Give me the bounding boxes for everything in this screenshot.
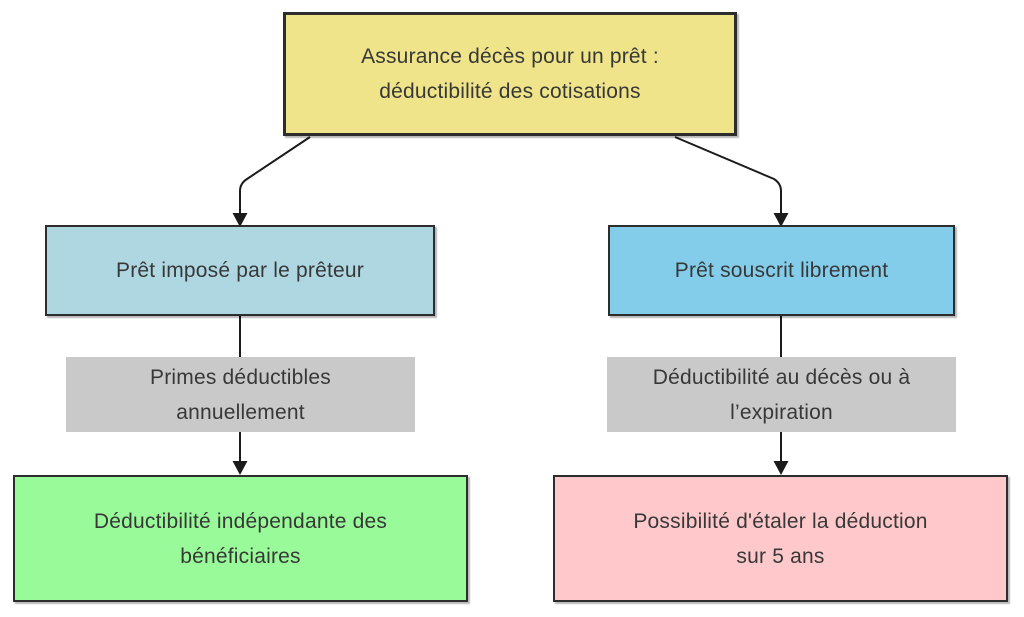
node-beneficiaries-line1: Déductibilité indépendante des: [93, 509, 388, 533]
node-deduct-beneficiaries: Déductibilité indépendante des bénéficia…: [13, 475, 468, 602]
edge-root-to-loan-free: [674, 136, 789, 227]
edge-premiums-to-beneficiaries: [232, 432, 248, 475]
node-loan-free-label: Prêt souscrit librement: [674, 259, 889, 282]
node-root-title: Assurance décès pour un prêt : déductibi…: [283, 12, 737, 136]
node-spread-5y: Possibilité d'étaler la déduction sur 5 …: [553, 475, 1008, 602]
node-premiums-line2: annuellement: [176, 400, 305, 424]
node-spread-line1: Possibilité d'étaler la déduction: [633, 509, 928, 533]
arrowhead-icon: [773, 461, 789, 475]
node-loan-imposed: Prêt imposé par le prêteur: [45, 225, 435, 316]
node-root-line1: Assurance décès pour un prêt :: [361, 45, 659, 68]
node-deduct-death-line2: l’expiration: [730, 400, 833, 424]
arrowhead-icon: [232, 213, 248, 227]
arrowhead-icon: [232, 461, 248, 475]
edge-root-to-loan-imposed: [232, 136, 311, 227]
node-loan-free: Prêt souscrit librement: [608, 225, 955, 316]
node-deduct-death-line1: Déductibilité au décès ou à: [652, 365, 911, 389]
node-loan-imposed-label: Prêt imposé par le prêteur: [116, 259, 364, 282]
edge-deduct-death-to-spread: [773, 432, 789, 475]
node-spread-line2: sur 5 ans: [736, 544, 825, 568]
node-root-line2: déductibilité des cotisations: [379, 80, 641, 103]
node-premiums-annual: Primes déductibles annuellement: [66, 357, 415, 432]
node-deduct-death: Déductibilité au décès ou à l’expiration: [607, 357, 956, 432]
node-premiums-line1: Primes déductibles: [149, 365, 331, 389]
arrowhead-icon: [773, 213, 789, 227]
node-beneficiaries-line2: bénéficiaires: [180, 544, 301, 568]
